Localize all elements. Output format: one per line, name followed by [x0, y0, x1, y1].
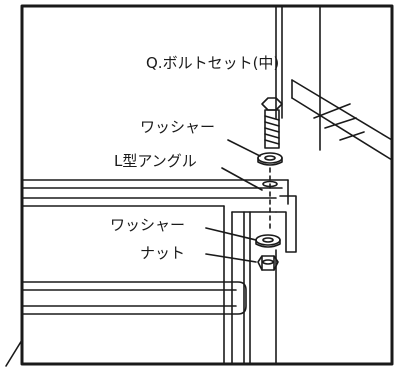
corner-leader-line	[5, 339, 23, 367]
bolt	[261, 97, 283, 149]
beam-hole	[262, 180, 278, 188]
label-washer-bottom: ワッシャー	[110, 216, 185, 234]
leader-washer-top	[227, 139, 261, 157]
label-bolt-set: Q.ボルトセット(中)	[146, 54, 279, 72]
leader-washer-bottom	[205, 227, 257, 241]
leader-l-angle	[221, 167, 263, 191]
shelf-beam	[21, 179, 289, 207]
diagonal-brace	[291, 79, 393, 161]
vertical-post	[275, 5, 321, 365]
nut	[257, 255, 279, 271]
figure-frame	[20, 4, 394, 366]
rail	[21, 281, 247, 315]
inner-frame	[223, 205, 277, 365]
leader-nut	[205, 253, 257, 263]
washer-top	[257, 152, 283, 166]
label-washer-top: ワッシャー	[140, 118, 215, 136]
label-nut: ナット	[140, 244, 185, 262]
washer-bottom	[255, 234, 281, 248]
label-l-angle: L型アングル	[114, 152, 197, 170]
l-angle-bracket	[275, 195, 297, 253]
